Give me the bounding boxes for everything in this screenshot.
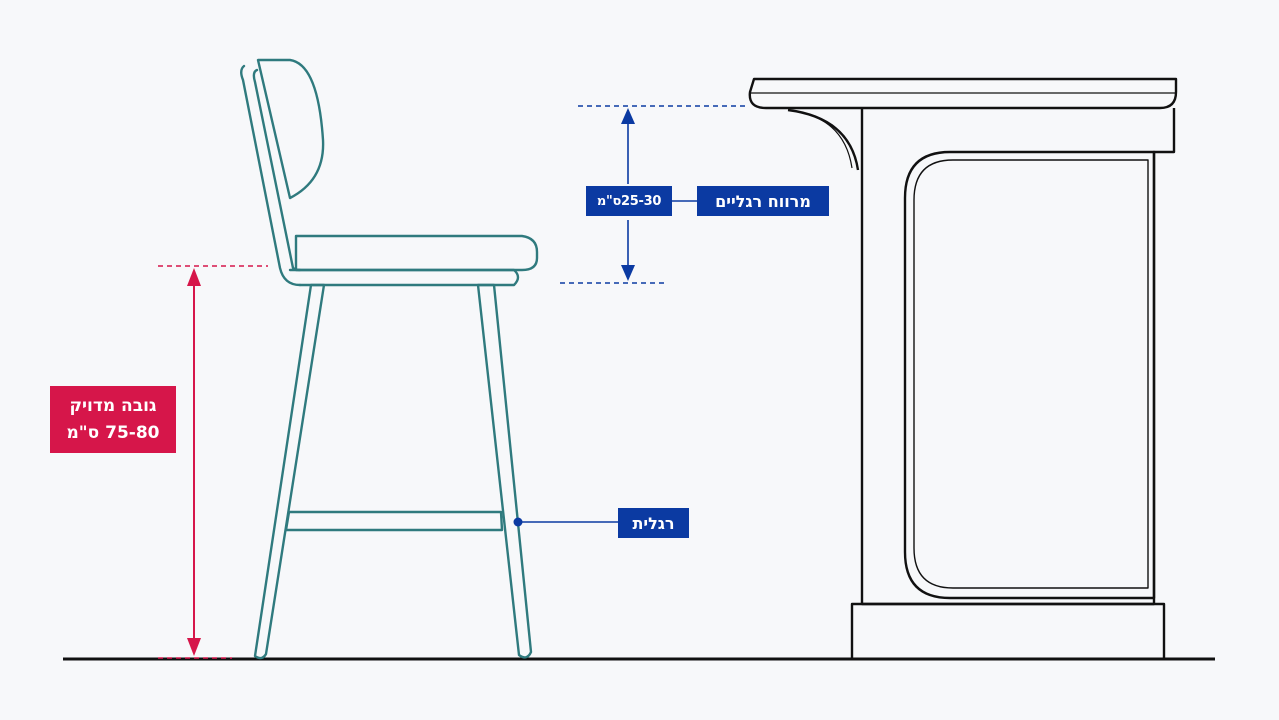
legroom-arrow-up bbox=[621, 108, 635, 124]
height-label: גובה מדויק 75-80 ס"מ bbox=[50, 386, 176, 453]
counter bbox=[748, 77, 1178, 661]
stool-seat-cushion bbox=[294, 234, 539, 272]
footrest-callout bbox=[513, 517, 618, 527]
counter-top bbox=[748, 77, 1178, 110]
stool-back-cushion bbox=[256, 58, 325, 200]
stool-backrest-frame bbox=[240, 64, 302, 287]
legroom-arrow-down bbox=[621, 265, 635, 281]
bar-stool bbox=[240, 58, 539, 660]
legroom-value-text: 25-30ס"מ bbox=[596, 193, 662, 209]
counter-plinth bbox=[850, 602, 1166, 661]
height-label-line2: 75-80 ס"מ bbox=[66, 422, 160, 443]
legroom-title-text: מרווח רגליים bbox=[715, 191, 811, 211]
legroom-dimension bbox=[560, 105, 745, 284]
height-arrow-down bbox=[187, 638, 201, 656]
legroom-value-label: 25-30ס"מ bbox=[586, 186, 672, 216]
counter-support-bracket bbox=[787, 108, 860, 171]
stool-seat-frame bbox=[288, 268, 520, 287]
stool-back-leg bbox=[476, 283, 533, 659]
counter-cabinet-body bbox=[860, 108, 1176, 606]
legroom-title-label: מרווח רגליים bbox=[697, 186, 829, 216]
footrest-label: רגלית bbox=[618, 508, 689, 538]
height-arrow-up bbox=[187, 268, 201, 286]
counter-cabinet-panel-inner bbox=[913, 159, 1149, 589]
stool-front-leg bbox=[253, 283, 326, 660]
counter-cabinet-panel-outer bbox=[903, 150, 1156, 600]
footrest-callout-dot bbox=[513, 517, 523, 527]
height-dimension bbox=[158, 265, 268, 659]
height-label-line1: גובה מדויק bbox=[69, 395, 157, 416]
counter-support-bracket-inner bbox=[799, 111, 853, 169]
stool-footrest-rail bbox=[284, 510, 504, 532]
footrest-title-text: רגלית bbox=[632, 513, 675, 533]
